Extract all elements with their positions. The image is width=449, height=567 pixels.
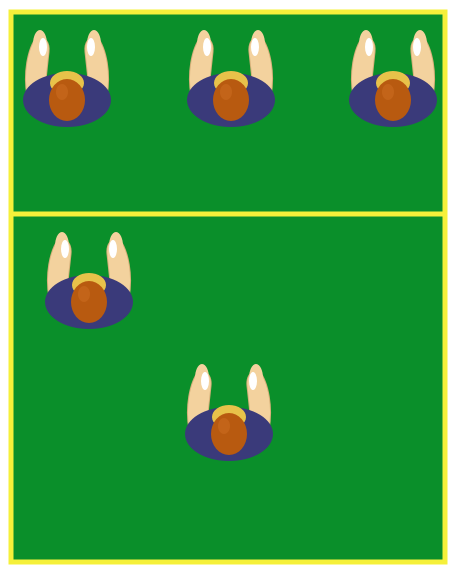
court-diagram bbox=[0, 0, 449, 567]
